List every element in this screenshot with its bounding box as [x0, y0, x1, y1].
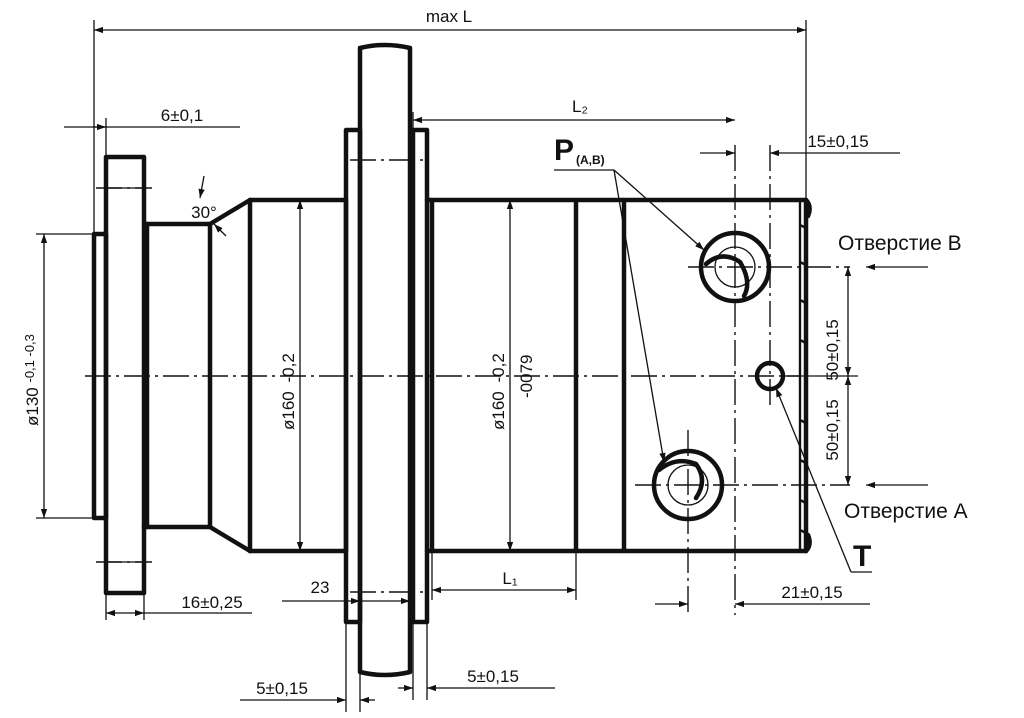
dim-chamfer: 30° — [191, 175, 227, 237]
pilot-diameter-tol: -0,1 -0,3 — [22, 334, 37, 382]
l2-label: L₂ — [572, 97, 588, 116]
port-spacing-b-label: 50±0,15 — [823, 319, 842, 380]
port-spacing-a-label: 50±0,15 — [823, 399, 842, 460]
neck — [141, 197, 253, 554]
pressure-port-sub: (A,B) — [576, 153, 605, 167]
pilot-flange — [91, 154, 152, 596]
right-gap-label: 5±0,15 — [467, 667, 519, 686]
flange-thickness-label: 6±0,1 — [161, 106, 203, 125]
body-diameter-label: ø160 — [279, 391, 298, 430]
dim-mount-flange-thickness: 23 — [282, 578, 410, 605]
svg-text:ø160 -0,2: ø160 -0,2 — [279, 353, 298, 430]
pressure-port-callout: P (A,B) — [554, 134, 705, 463]
dim-l2: L₂ — [412, 97, 735, 130]
tank-port-callout: T — [775, 387, 872, 573]
dim-pilot-diameter: ø130 -0,1 -0,3 — [22, 233, 94, 519]
dim-left-gap: 5±0,15 — [240, 622, 375, 712]
mount-flange-thickness-label: 23 — [311, 578, 330, 597]
mount-flange — [343, 42, 430, 678]
chamfer-angle-label: 30° — [191, 203, 217, 222]
port-a-label: Отверстие A — [844, 500, 968, 523]
dim-port-offset-bottom: 21±0,15 — [655, 583, 870, 608]
svg-text:ø130 -0,1 -0,3: ø130 -0,1 -0,3 — [22, 334, 42, 426]
port-offset-top-label: 15±0,15 — [807, 132, 868, 151]
left-gap-label: 5±0,15 — [256, 679, 308, 698]
dim-housing-diameter: ø160 -0,2 -0079 — [489, 200, 536, 551]
svg-text:ø160 -0,2: ø160 -0,2 — [489, 353, 508, 430]
port-b-callout: Отверстие B — [838, 232, 962, 271]
housing-diameter-label: ø160 — [489, 391, 508, 430]
port-a-callout: Отверстие A — [844, 481, 968, 523]
dim-body-diameter: ø160 -0,2 — [279, 200, 304, 551]
max-length-label: max L — [426, 7, 472, 26]
body-diameter-tol: -0,2 — [279, 353, 298, 382]
port-b-label: Отверстие B — [838, 232, 962, 255]
pilot-diameter-label: ø130 — [23, 387, 42, 426]
dim-max-length: max L — [93, 7, 807, 234]
housing-diameter-tol: -0,2 — [489, 353, 508, 382]
dim-l1: L₁ — [431, 551, 577, 600]
tank-port-label: T — [853, 540, 871, 573]
flange-width-label: 16±0,25 — [181, 593, 242, 612]
dim-port-spacing: 50±0,15 50±0,15 — [784, 267, 858, 485]
pressure-port-label: P — [554, 134, 574, 167]
dim-right-gap: 5±0,15 — [398, 622, 555, 700]
housing-diameter-tol2: -0079 — [517, 355, 536, 398]
port-offset-bottom-label: 21±0,15 — [781, 583, 842, 602]
dim-flange-width: 16±0,25 — [105, 593, 252, 620]
l1-label: L₁ — [502, 569, 517, 588]
dim-flange-thickness: 6±0,1 — [64, 106, 240, 157]
dim-port-offset-top: 15±0,15 — [700, 132, 900, 157]
